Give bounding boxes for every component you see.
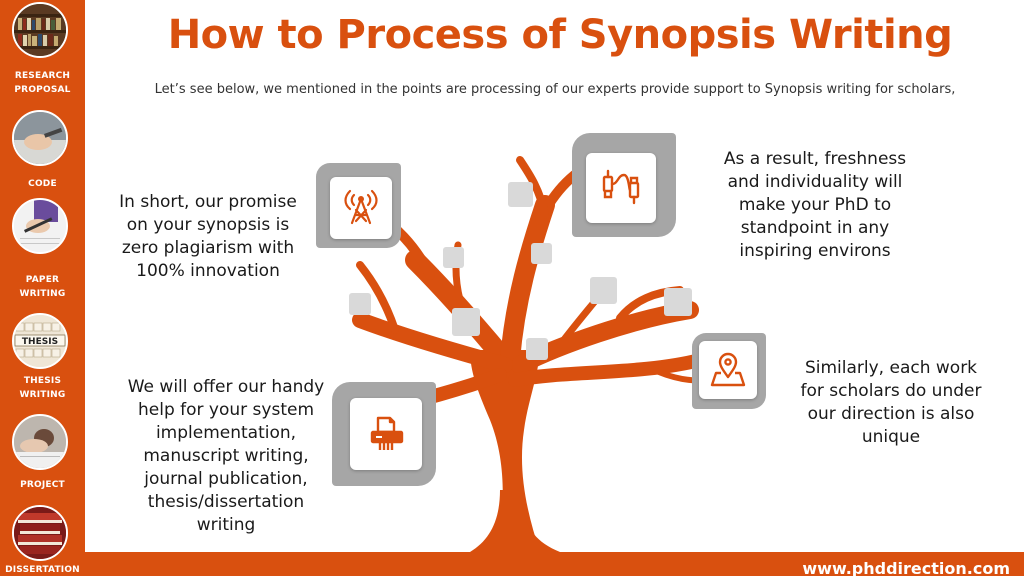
sidebar-item-paper-writing[interactable]: PAPER WRITING	[0, 273, 85, 301]
page-title: How to Process of Synopsis Writing	[167, 12, 953, 58]
point-zero-plagiarism: In short, our promise on your synopsis i…	[103, 191, 313, 283]
sidebar-label-line2: PROPOSAL	[14, 85, 71, 95]
sidebar-label-line1: DISSERTATION	[5, 565, 80, 575]
pen-paper-thumbnail[interactable]	[12, 198, 68, 254]
page-subtitle: Let’s see below, we mentioned in the poi…	[154, 82, 956, 97]
svg-text:THESIS: THESIS	[22, 337, 58, 347]
sidebar-label-line1: THESIS	[23, 376, 62, 386]
point-line: manuscript writing,	[143, 446, 309, 466]
footer-website-link[interactable]: www.phddirection.com	[802, 559, 1010, 578]
point-line: unique	[861, 427, 921, 447]
sidebar-item-thesis-writing[interactable]: THESIS WRITING	[0, 374, 85, 402]
point-line: our direction is also	[807, 404, 975, 424]
bookshelf-thumbnail[interactable]	[12, 2, 68, 58]
printer-icon	[370, 416, 404, 450]
point-line: In short, our promise	[119, 192, 297, 212]
point-line: standpoint in any	[740, 218, 890, 238]
point-line: and individuality will	[727, 172, 903, 192]
printer-card-inner	[350, 398, 422, 470]
point-line: As a result, freshness	[723, 149, 907, 169]
point-line: help for your system	[137, 400, 315, 420]
location-card-inner	[699, 341, 757, 399]
map-location-icon	[710, 352, 746, 387]
sidebar-item-code[interactable]: CODE	[0, 177, 85, 191]
cable-card-inner	[586, 153, 656, 223]
antenna-card	[316, 163, 401, 248]
point-line: implementation,	[155, 423, 297, 443]
usb-cable-icon	[602, 169, 640, 205]
point-line: writing	[196, 515, 256, 535]
footer-bar: www.phddirection.com	[85, 552, 1024, 578]
person-laptop-thumbnail[interactable]	[12, 414, 68, 470]
antenna-card-inner	[330, 177, 392, 239]
point-handy-help: We will offer our handy help for your sy…	[110, 376, 342, 537]
hand-writing-thumbnail[interactable]	[12, 110, 68, 166]
point-line: zero plagiarism with	[121, 238, 295, 258]
sidebar-label-line1: PROJECT	[20, 480, 65, 490]
sidebar: RESEARCH PROPOSAL CODE PAPER WRITING	[0, 0, 85, 576]
book-stack-thumbnail[interactable]	[12, 505, 68, 561]
sidebar-item-dissertation[interactable]: DISSERTATION	[0, 563, 85, 577]
sidebar-label-line1: RESEARCH	[14, 71, 71, 81]
location-card	[692, 333, 766, 409]
thesis-blocks-thumbnail[interactable]: THESIS	[12, 313, 68, 369]
cable-card	[572, 133, 676, 237]
point-unique-work: Similarly, each work for scholars do und…	[780, 357, 1002, 449]
point-line: 100% innovation	[136, 261, 280, 281]
point-line: We will offer our handy	[127, 377, 325, 397]
point-line: thesis/dissertation	[147, 492, 305, 512]
sidebar-label-line1: PAPER	[25, 275, 60, 285]
point-line: inspiring environs	[739, 241, 891, 261]
point-line: for scholars do under	[800, 381, 982, 401]
printer-card	[332, 382, 436, 486]
point-line: journal publication,	[144, 469, 308, 489]
sidebar-label-line2: WRITING	[19, 390, 66, 400]
point-freshness: As a result, freshness and individuality…	[700, 148, 930, 263]
point-line: make your PhD to	[738, 195, 892, 215]
sidebar-item-research-proposal[interactable]: RESEARCH PROPOSAL	[0, 69, 85, 97]
point-line: on your synopsis is	[126, 215, 290, 235]
antenna-tower-icon	[344, 189, 378, 225]
sidebar-item-project[interactable]: PROJECT	[0, 478, 85, 492]
sidebar-label-line1: CODE	[28, 179, 57, 189]
point-line: Similarly, each work	[804, 358, 978, 378]
sidebar-label-line2: WRITING	[19, 289, 66, 299]
